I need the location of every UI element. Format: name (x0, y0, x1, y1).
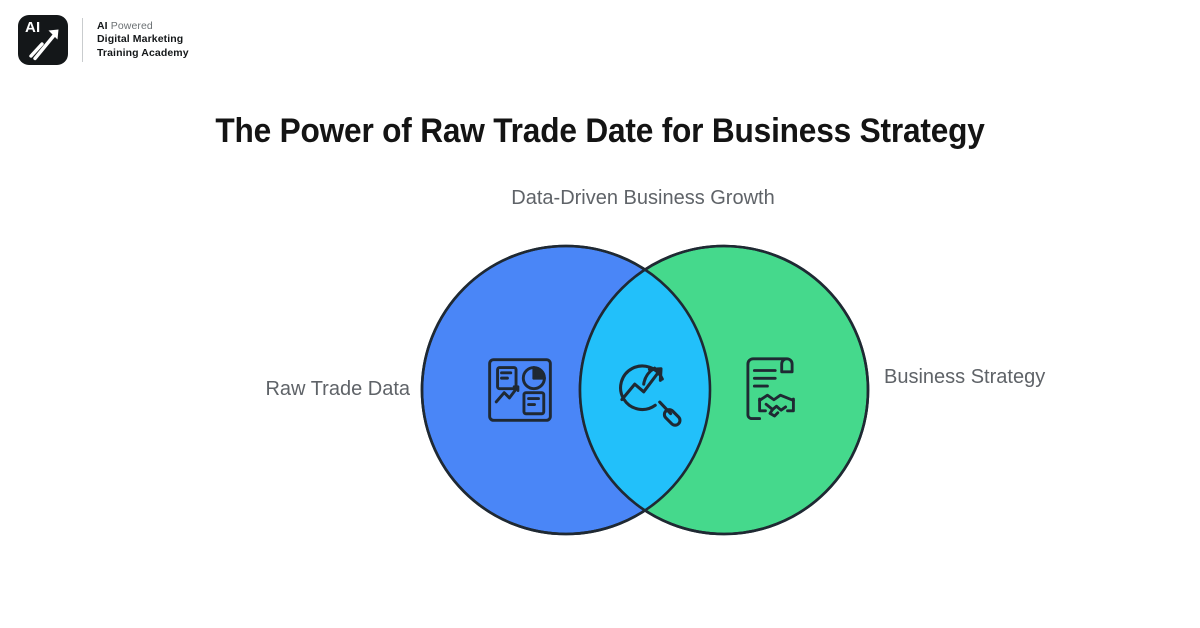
analytics-dashboard-icon (488, 358, 552, 422)
brand-name-line-1: Digital Marketing (97, 33, 184, 46)
upward-arrow-icon (29, 29, 59, 61)
venn-label-right: Business Strategy (884, 366, 1046, 388)
brand-logo: AI AI Powered Digital Marketing Training… (18, 12, 189, 68)
brand-mark-ai-text: AI (25, 19, 41, 36)
contract-handshake-icon (746, 357, 795, 421)
brand-tagline: AI Powered (97, 19, 153, 32)
venn-circle-right-outline (578, 244, 870, 536)
brand-name-line-2: Training Academy (97, 46, 189, 59)
brand-divider (82, 18, 83, 62)
brand-mark: AI (18, 15, 68, 65)
venn-circle-left-outline (420, 244, 712, 536)
brand-text: AI Powered Digital Marketing Training Ac… (97, 20, 189, 60)
venn-label-left: Raw Trade Data (265, 378, 410, 400)
venn-caption-top: Data-Driven Business Growth (511, 187, 775, 209)
venn-intersection[interactable] (580, 246, 868, 534)
page-title: The Power of Raw Trade Date for Business… (215, 111, 985, 150)
trend-magnifier-icon (619, 364, 682, 427)
